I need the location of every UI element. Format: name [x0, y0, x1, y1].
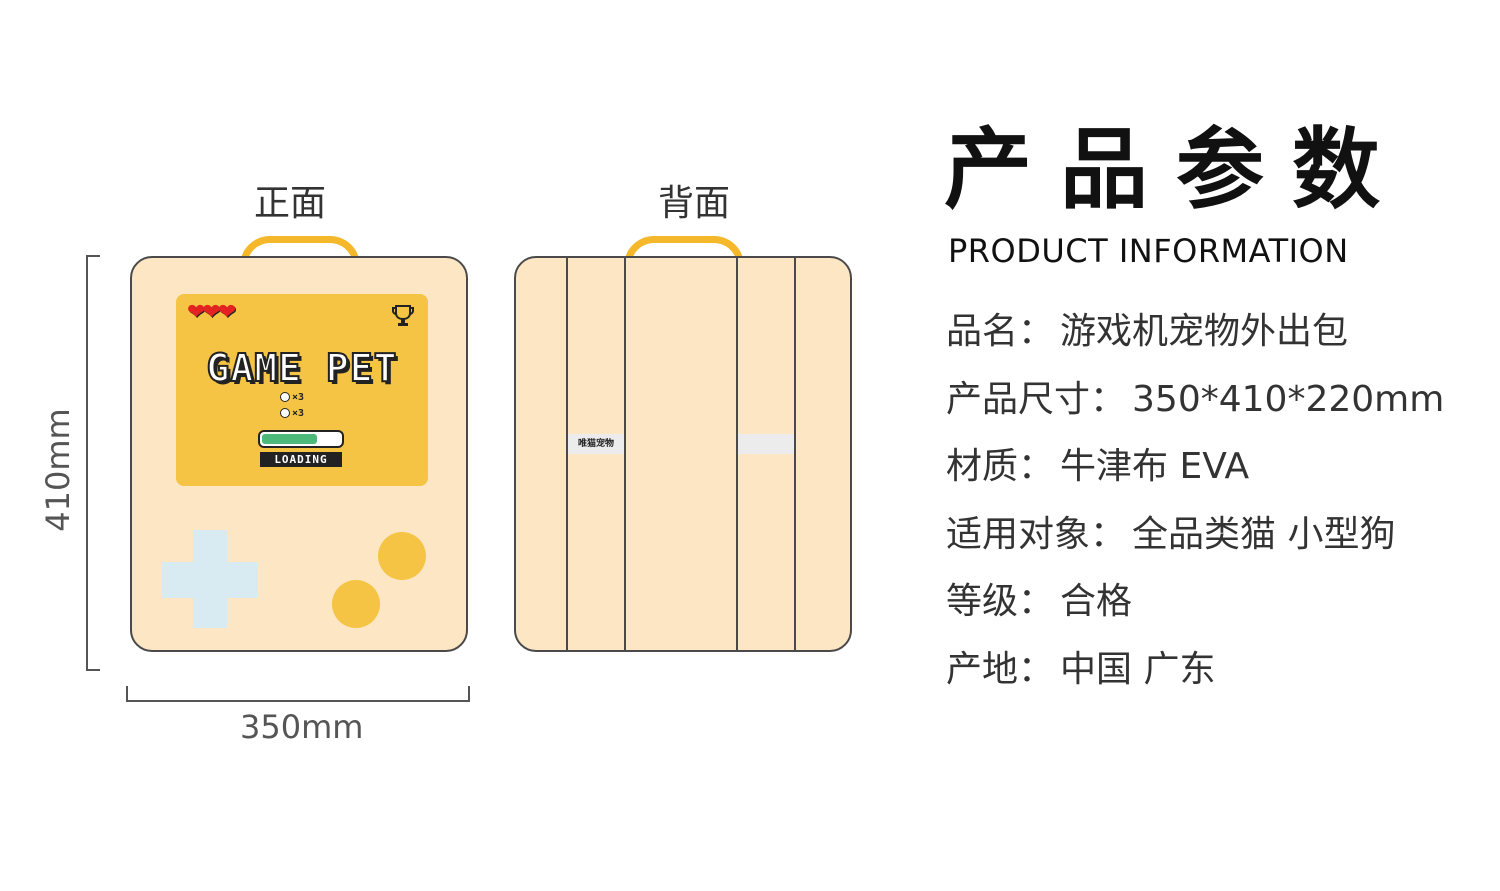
life-count-2: ×3	[292, 408, 305, 419]
width-dimension-text: 350mm	[240, 708, 364, 746]
trophy-icon	[392, 305, 414, 326]
spec-value: 游戏机宠物外出包	[1060, 311, 1349, 352]
spec-label: 产地：	[946, 648, 1055, 690]
cat-face-icon	[280, 392, 290, 402]
life-row-1: ×3	[280, 392, 304, 403]
back-bag: 唯猫宠物	[514, 256, 852, 652]
spec-row-name: 品名：游戏机宠物外出包	[946, 312, 1444, 380]
info-title: 产品参数	[944, 118, 1409, 221]
strap-line	[736, 258, 738, 650]
spec-row-material: 材质：牛津布 EVA	[946, 447, 1444, 515]
info-subtitle: PRODUCT INFORMATION	[948, 232, 1349, 270]
back-handle	[624, 236, 744, 266]
life-count-1: ×3	[292, 392, 305, 403]
spec-row-target: 适用对象：全品类猫 小型狗	[946, 513, 1444, 583]
strap-tag: 唯猫宠物	[568, 434, 624, 454]
height-dimension-line	[86, 255, 100, 671]
front-bag: ❤❤❤ GAME PET ×3 ×3 LOADING	[130, 256, 468, 652]
spec-row-origin: 产地：中国 广东	[946, 648, 1444, 718]
height-dimension-text: 410mm	[39, 408, 77, 532]
strap-line	[794, 258, 796, 650]
spec-list: 品名：游戏机宠物外出包 产品尺寸：350*410*220mm 材质：牛津布 EV…	[946, 312, 1444, 717]
spec-value: 全品类猫 小型狗	[1132, 513, 1396, 555]
life-row-2: ×3	[280, 408, 304, 419]
spec-value: 中国 广东	[1060, 648, 1216, 690]
spec-label: 等级：	[946, 581, 1055, 622]
front-view-label: 正面	[253, 183, 326, 224]
dog-face-icon	[280, 408, 290, 418]
game-pet-title: GAME PET	[205, 345, 398, 391]
back-view-label: 背面	[657, 183, 730, 224]
spec-value: 牛津布 EVA	[1060, 446, 1250, 487]
spec-value: 350*410*220mm	[1132, 378, 1445, 420]
hearts-icon: ❤❤❤	[187, 300, 236, 325]
strap-tag-blank	[738, 434, 794, 454]
game-screen: ❤❤❤ GAME PET ×3 ×3 LOADING	[176, 294, 428, 486]
spec-value: 合格	[1060, 581, 1133, 622]
spec-label: 材质：	[946, 446, 1055, 487]
spec-label: 产品尺寸：	[946, 378, 1127, 420]
width-dimension-line	[126, 686, 470, 702]
spec-label: 品名：	[946, 311, 1055, 352]
strap-line	[624, 258, 626, 650]
front-handle	[240, 236, 360, 266]
b-button-circle	[332, 580, 380, 628]
spec-row-size: 产品尺寸：350*410*220mm	[946, 378, 1445, 448]
dpad-vertical	[193, 530, 227, 628]
a-button-circle	[378, 532, 426, 580]
loading-bar-fill	[262, 434, 318, 444]
spec-row-grade: 等级：合格	[946, 582, 1444, 650]
loading-text: LOADING	[260, 452, 342, 467]
spec-label: 适用对象：	[946, 513, 1127, 555]
loading-bar	[258, 430, 344, 448]
strap-line	[566, 258, 568, 650]
